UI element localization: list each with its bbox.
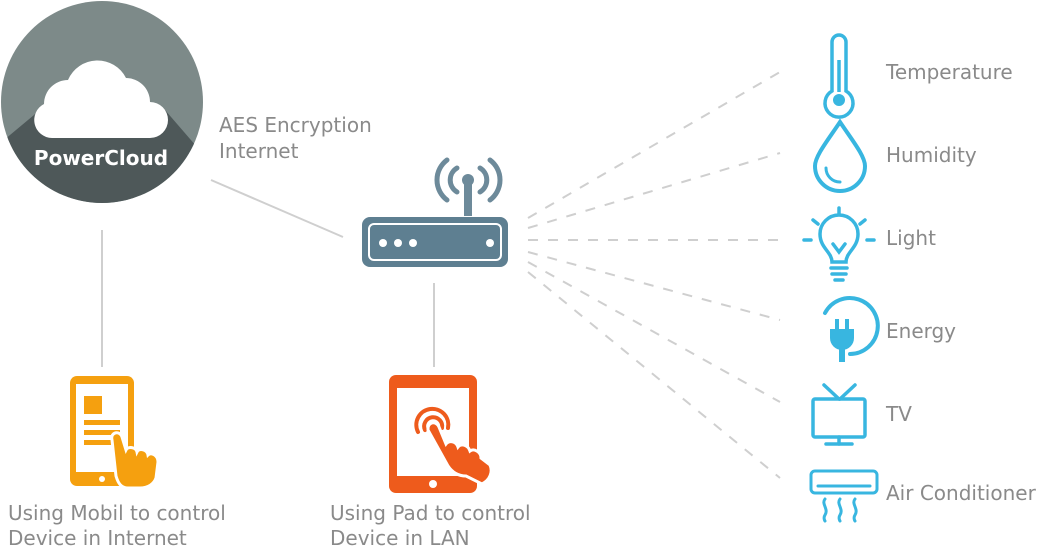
powercloud-node — [1, 1, 203, 203]
dashed-line-humidity — [527, 152, 781, 229]
cloud-icon — [34, 60, 168, 138]
dashed-line-energy — [527, 251, 781, 321]
air-conditioner-icon — [809, 469, 879, 523]
tv-icon — [811, 383, 867, 446]
mobile-caption-line2: Device in Internet — [8, 526, 187, 550]
cloud-router-line — [210, 179, 344, 238]
light-bulb-icon — [802, 206, 876, 282]
pad-tablet-icon — [389, 375, 493, 493]
mobile-caption-line1: Using Mobil to control — [8, 501, 226, 525]
pad-hand-icon — [426, 421, 493, 486]
mobile-hand-icon — [110, 431, 160, 490]
router-icon — [362, 157, 508, 267]
thermometer-icon — [823, 33, 855, 119]
internet-label: Internet — [219, 139, 299, 163]
dashed-line-tv — [527, 261, 781, 403]
router-device-dashed-lines — [527, 71, 781, 479]
device-label-light: Light — [886, 226, 936, 250]
connector-lines — [101, 179, 435, 367]
dashed-line-temperature — [527, 71, 781, 219]
mobile-phone-icon — [70, 376, 160, 490]
pad-caption-line2: Device in LAN — [330, 526, 470, 550]
dashed-line-ac — [527, 271, 781, 479]
device-label-humidity: Humidity — [886, 143, 977, 167]
device-label-energy: Energy — [886, 319, 957, 343]
powercloud-label: PowerCloud — [33, 146, 169, 170]
water-drop-icon — [812, 118, 868, 193]
pad-caption-line1: Using Pad to control — [330, 501, 531, 525]
device-label-temperature: Temperature — [886, 60, 1013, 84]
power-plug-icon — [823, 296, 880, 362]
aes-encryption-label: AES Encryption — [219, 113, 372, 137]
device-label-tv: TV — [886, 402, 912, 426]
device-label-air-conditioner: Air Conditioner — [886, 481, 1036, 505]
